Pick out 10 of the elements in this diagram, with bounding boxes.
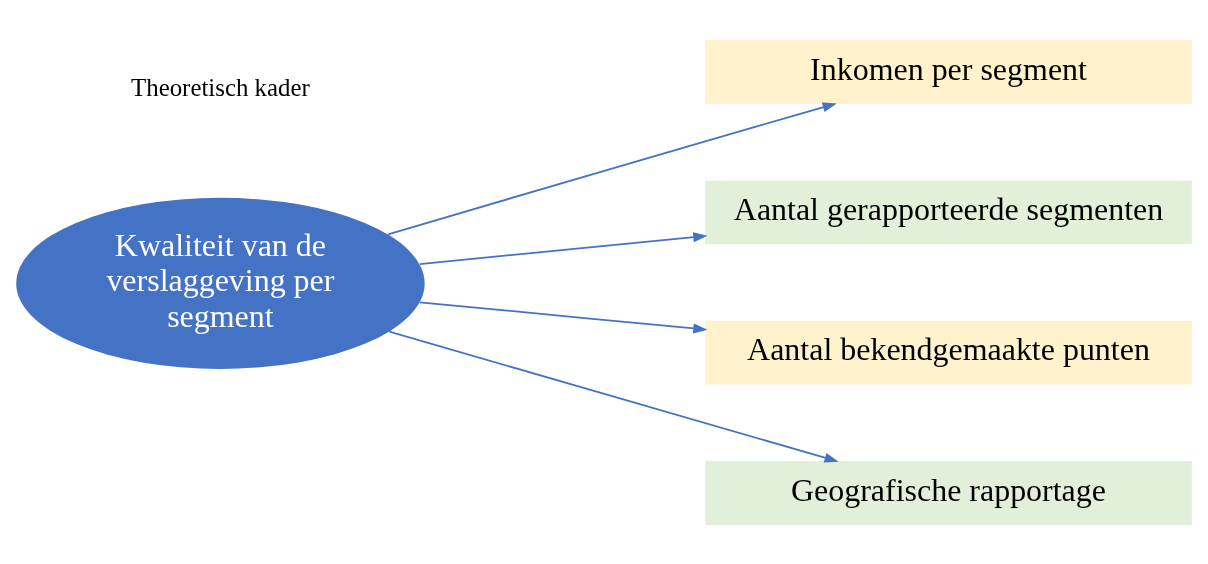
arrow <box>418 300 708 333</box>
label: Theoretisch kader <box>131 73 310 101</box>
node-box: Aantal bekendgemaakte punten <box>705 320 1192 385</box>
arrow <box>418 231 708 265</box>
node-ellipse: Kwaliteit van de verslaggeving per segment <box>16 197 425 369</box>
node-box: Inkomen per segment <box>705 39 1192 104</box>
node-box: Aantal gerapporteerde segmenten <box>705 179 1192 244</box>
node-box: Geografische rapportage <box>705 460 1192 525</box>
arrow <box>388 330 839 463</box>
arrow <box>387 102 837 235</box>
